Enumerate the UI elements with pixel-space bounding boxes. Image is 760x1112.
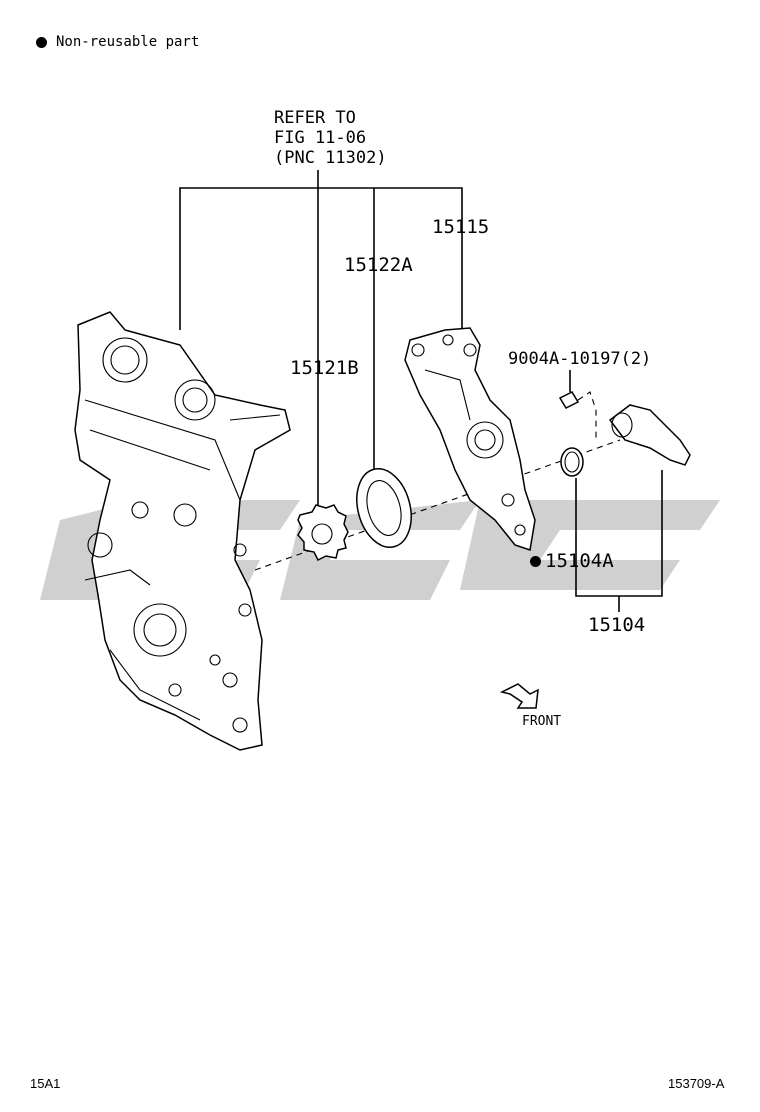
reference-line-3: (PNC 11302) xyxy=(274,148,387,168)
part-label-15115: 15115 xyxy=(432,216,490,238)
part-15104-bracket xyxy=(575,470,663,612)
reference-line-1: REFER TO xyxy=(274,108,356,128)
part-label-bolt: 9004A-10197(2) xyxy=(508,349,652,369)
oil-pump-body xyxy=(404,327,536,551)
outer-rotor xyxy=(356,468,412,548)
legend-text: Non-reusable part xyxy=(56,34,200,50)
non-reusable-marker-icon xyxy=(530,555,541,567)
front-label: FRONT xyxy=(522,714,562,729)
footer-right-code: 153709-A xyxy=(668,1076,725,1091)
legend: Non-reusable part xyxy=(36,34,199,50)
part-label-15122A: 15122A xyxy=(344,254,413,276)
assembly-axis xyxy=(254,439,621,571)
part-label-15121B: 15121B xyxy=(290,357,359,379)
reference-note: REFER TO FIG 11-06 (PNC 11302) xyxy=(274,108,387,168)
part-label-15104: 15104 xyxy=(588,614,646,636)
oil-strainer xyxy=(608,404,691,466)
reference-leaders xyxy=(179,170,463,510)
timing-chain-cover xyxy=(74,311,291,751)
non-reusable-bullet-icon xyxy=(36,36,47,48)
footer-left-code: 15A1 xyxy=(30,1076,61,1091)
front-arrow-icon xyxy=(499,683,539,709)
inner-rotor-gear xyxy=(297,504,349,562)
part-number-15104A: 15104A xyxy=(545,550,614,572)
reference-line-2: FIG 11-06 xyxy=(274,128,367,148)
part-label-15104A: 15104A xyxy=(530,550,614,572)
bolt xyxy=(558,372,597,440)
